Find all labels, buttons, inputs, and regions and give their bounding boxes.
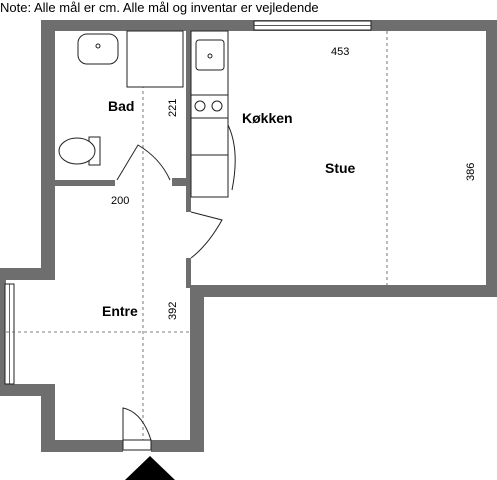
wall-right	[486, 20, 497, 297]
cabinet-door-swing	[227, 124, 236, 191]
walls	[0, 20, 497, 452]
wall-partition-upper	[186, 31, 191, 212]
dim-label-bad-height: 221	[167, 99, 179, 117]
wall-bottom-left	[41, 440, 123, 452]
wall-right-lower	[190, 285, 204, 452]
bath-counter	[126, 30, 184, 88]
kitchen-fixtures	[190, 30, 236, 198]
room-label-kokken: Køkken	[242, 110, 293, 126]
bath-sink-drain	[95, 43, 101, 49]
bathroom-fixtures	[58, 30, 184, 166]
bath-sink	[77, 33, 119, 65]
wall-bay-bottom	[0, 384, 55, 396]
wall-bay-top	[0, 268, 55, 280]
wall-left-upper	[41, 20, 55, 268]
room-label-stue: Stue	[325, 160, 356, 176]
stove-burner-right	[211, 100, 223, 112]
entrance-door	[122, 407, 152, 441]
dimension-lines	[6, 31, 388, 440]
windows	[4, 20, 372, 385]
bath-door	[116, 144, 171, 181]
wall-partition-lower	[186, 258, 191, 288]
entrance-threshold	[122, 439, 152, 451]
dim-label-stue-width: 453	[331, 46, 349, 58]
toilet-bowl	[58, 137, 96, 165]
plan-note: Note: Alle mål er cm. Alle mål og invent…	[0, 0, 319, 15]
dim-label-stue-height: 386	[465, 163, 477, 181]
kitchen-sink-drain	[207, 53, 213, 59]
entrance-arrow-icon	[125, 456, 175, 480]
dim-label-bad-width: 200	[111, 195, 129, 207]
wall-bad-stub	[172, 178, 186, 186]
wall-bay-left	[0, 268, 6, 396]
stove-burner-left	[194, 100, 206, 112]
dim-label-entre-height: 392	[167, 302, 179, 320]
wall-bad-bottom	[55, 180, 115, 186]
doors	[116, 144, 223, 451]
stue-door	[190, 211, 223, 259]
wall-left-lower	[41, 384, 55, 452]
wall-stue-bottom	[190, 285, 497, 297]
room-label-bad: Bad	[108, 98, 134, 114]
room-label-entre: Entre	[102, 303, 138, 319]
